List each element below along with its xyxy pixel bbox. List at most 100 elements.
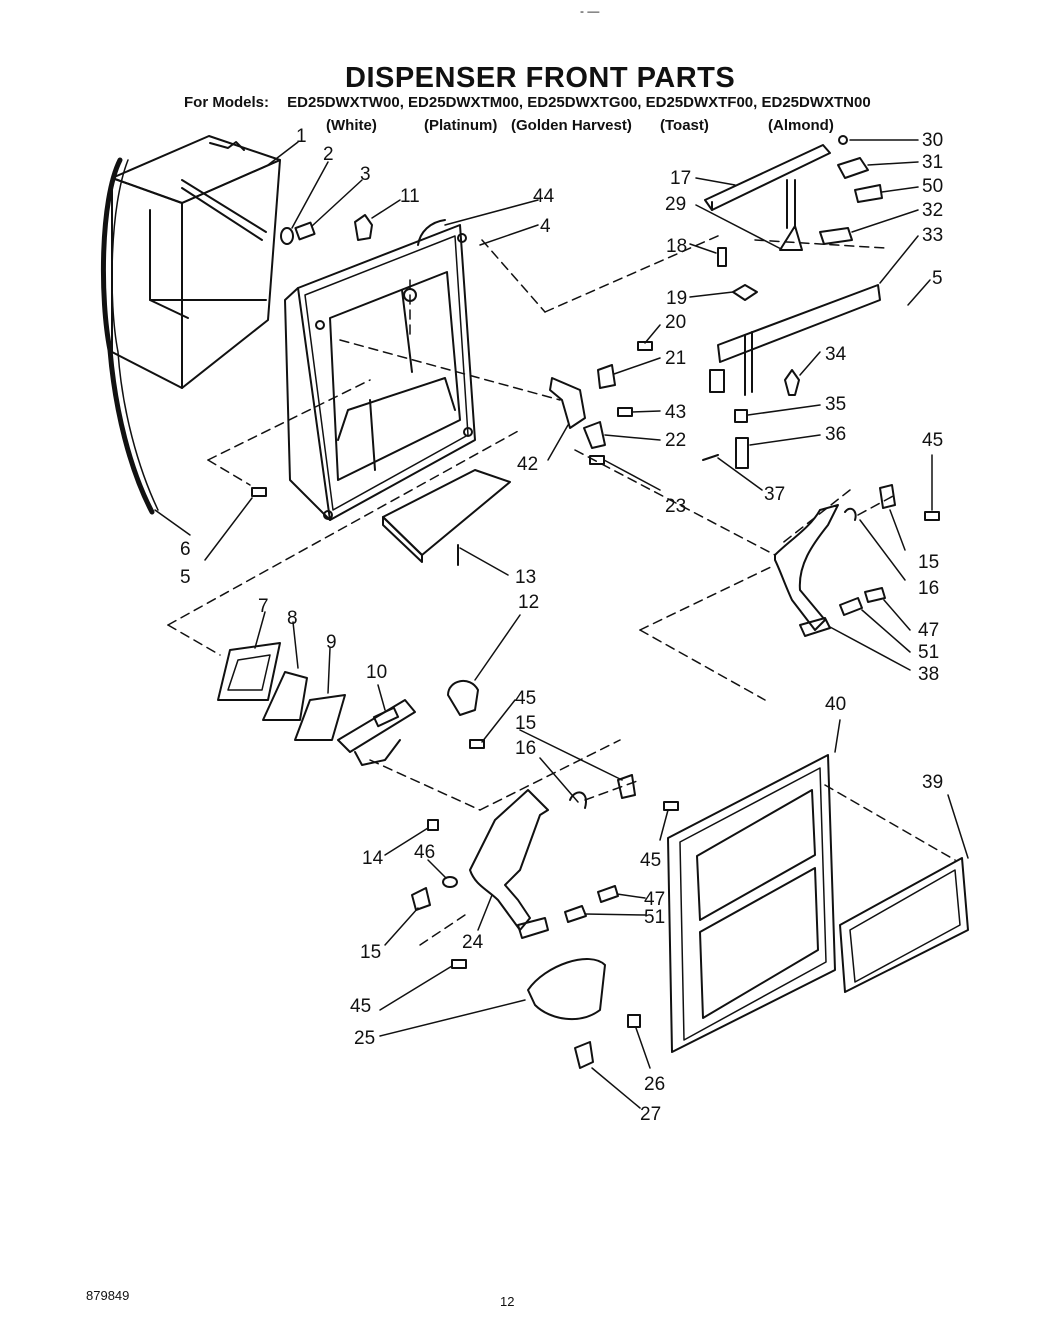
part-42-lever <box>549 377 586 429</box>
callout-6: 6 <box>180 539 191 560</box>
part-3-bushing <box>294 221 316 241</box>
part-37-pin <box>702 454 719 461</box>
callout-37: 37 <box>764 484 785 505</box>
callout-38: 38 <box>918 664 939 685</box>
callout-20: 20 <box>665 312 686 333</box>
callout-3: 3 <box>360 164 371 185</box>
callout-15-right: 15 <box>918 552 939 573</box>
callout-15-mid: 15 <box>515 713 536 734</box>
callout-25: 25 <box>354 1028 375 1049</box>
callout-5-right: 5 <box>932 268 943 289</box>
color-golden-harvest: (Golden Harvest) <box>511 117 632 134</box>
document-number: 879849 <box>86 1288 130 1303</box>
part-47-lower-pad <box>597 885 619 903</box>
callout-17: 17 <box>670 168 691 189</box>
callout-22: 22 <box>665 430 686 451</box>
model-golden-harvest: ED25DWXTG00, <box>527 94 642 111</box>
part-51-pad <box>839 597 863 616</box>
part-32-plate <box>819 227 853 245</box>
part-22-actuator <box>583 421 606 449</box>
callout-45-lower: 45 <box>640 850 661 871</box>
callout-29: 29 <box>665 194 686 215</box>
part-21-spring <box>597 364 616 389</box>
part-14-clip <box>427 819 439 831</box>
callout-24: 24 <box>462 932 484 953</box>
callout-45-mid: 45 <box>515 688 536 709</box>
callout-11: 11 <box>400 186 420 207</box>
part-45-screw <box>924 511 940 521</box>
part-46-washer <box>442 876 458 888</box>
callout-16-right: 16 <box>918 578 939 599</box>
part-19-solenoid <box>732 284 758 301</box>
callout-4: 4 <box>540 216 551 237</box>
part-17-bar <box>704 144 831 211</box>
callout-42: 42 <box>517 454 538 475</box>
page-title: DISPENSER FRONT PARTS <box>345 62 736 94</box>
color-white: (White) <box>326 117 377 134</box>
callout-35: 35 <box>825 394 846 415</box>
part-8-lens <box>262 671 308 721</box>
part-47-pad <box>864 587 886 603</box>
callout-12: 12 <box>518 592 539 613</box>
part-15-lower-clip <box>617 774 636 799</box>
callout-33: 33 <box>922 225 943 246</box>
part-35-spring <box>734 409 748 423</box>
part-33-mounting-bracket <box>709 284 881 396</box>
callout-26: 26 <box>644 1074 665 1095</box>
callout-31: 31 <box>922 152 943 173</box>
part-40-dispenser-frame <box>667 754 836 1053</box>
callout-45-right: 45 <box>922 430 943 451</box>
color-almond: (Almond) <box>768 117 834 134</box>
part-45-lower-screw <box>663 801 679 811</box>
color-platinum: (Platinum) <box>424 117 498 134</box>
callout-40: 40 <box>825 694 846 715</box>
model-almond: ED25DWXTN00 <box>761 94 871 111</box>
part-15-left-clip <box>411 887 431 911</box>
model-toast: ED25DWXTF00, <box>645 94 758 111</box>
part-18-screw <box>717 247 727 267</box>
callout-34: 34 <box>825 344 847 365</box>
part-25-chute-cover <box>527 958 606 1021</box>
callout-36: 36 <box>825 424 846 445</box>
callout-15-lower: 15 <box>360 942 381 963</box>
callout-39: 39 <box>922 772 943 793</box>
callout-1: 1 <box>296 126 307 147</box>
part-16-spring <box>844 507 857 521</box>
callout-2: 2 <box>323 144 334 165</box>
callout-47-lower: 47 <box>644 889 665 910</box>
part-34-plunger <box>784 369 800 396</box>
callout-8: 8 <box>287 608 298 629</box>
part-ice-duct-housing <box>100 135 281 515</box>
color-toast: (Toast) <box>660 117 709 134</box>
part-16-lower-spring <box>569 791 587 809</box>
callout-43: 43 <box>665 402 686 423</box>
part-45-left-screw <box>451 959 467 969</box>
callout-10: 10 <box>366 662 387 683</box>
part-29-switch <box>779 225 803 251</box>
callout-47-right: 47 <box>918 620 939 641</box>
part-23-screw <box>589 455 605 465</box>
part-11-nut <box>354 214 373 241</box>
callout-14: 14 <box>362 848 384 869</box>
callout-50: 50 <box>922 176 943 197</box>
page-number: 12 <box>500 1294 515 1309</box>
part-38-water-lever <box>774 504 839 637</box>
part-9-panel <box>294 694 346 741</box>
callout-23: 23 <box>665 496 686 517</box>
part-7-frame <box>217 642 281 701</box>
part-12-bracket <box>447 680 479 716</box>
part-dispenser-housing <box>284 219 476 521</box>
callout-51-right: 51 <box>918 642 939 663</box>
models-label: For Models: <box>184 94 269 111</box>
part-5-screw <box>251 487 267 497</box>
part-10-switch-assembly <box>337 699 416 766</box>
callout-27: 27 <box>640 1104 661 1125</box>
callout-9: 9 <box>326 632 337 653</box>
callout-16-mid: 16 <box>515 738 536 759</box>
model-platinum: ED25DWXTM00, <box>408 94 524 111</box>
callout-5: 5 <box>180 567 191 588</box>
callout-21: 21 <box>665 348 686 369</box>
model-white: ED25DWXTW00, <box>287 94 404 111</box>
part-27-clip <box>574 1041 594 1069</box>
